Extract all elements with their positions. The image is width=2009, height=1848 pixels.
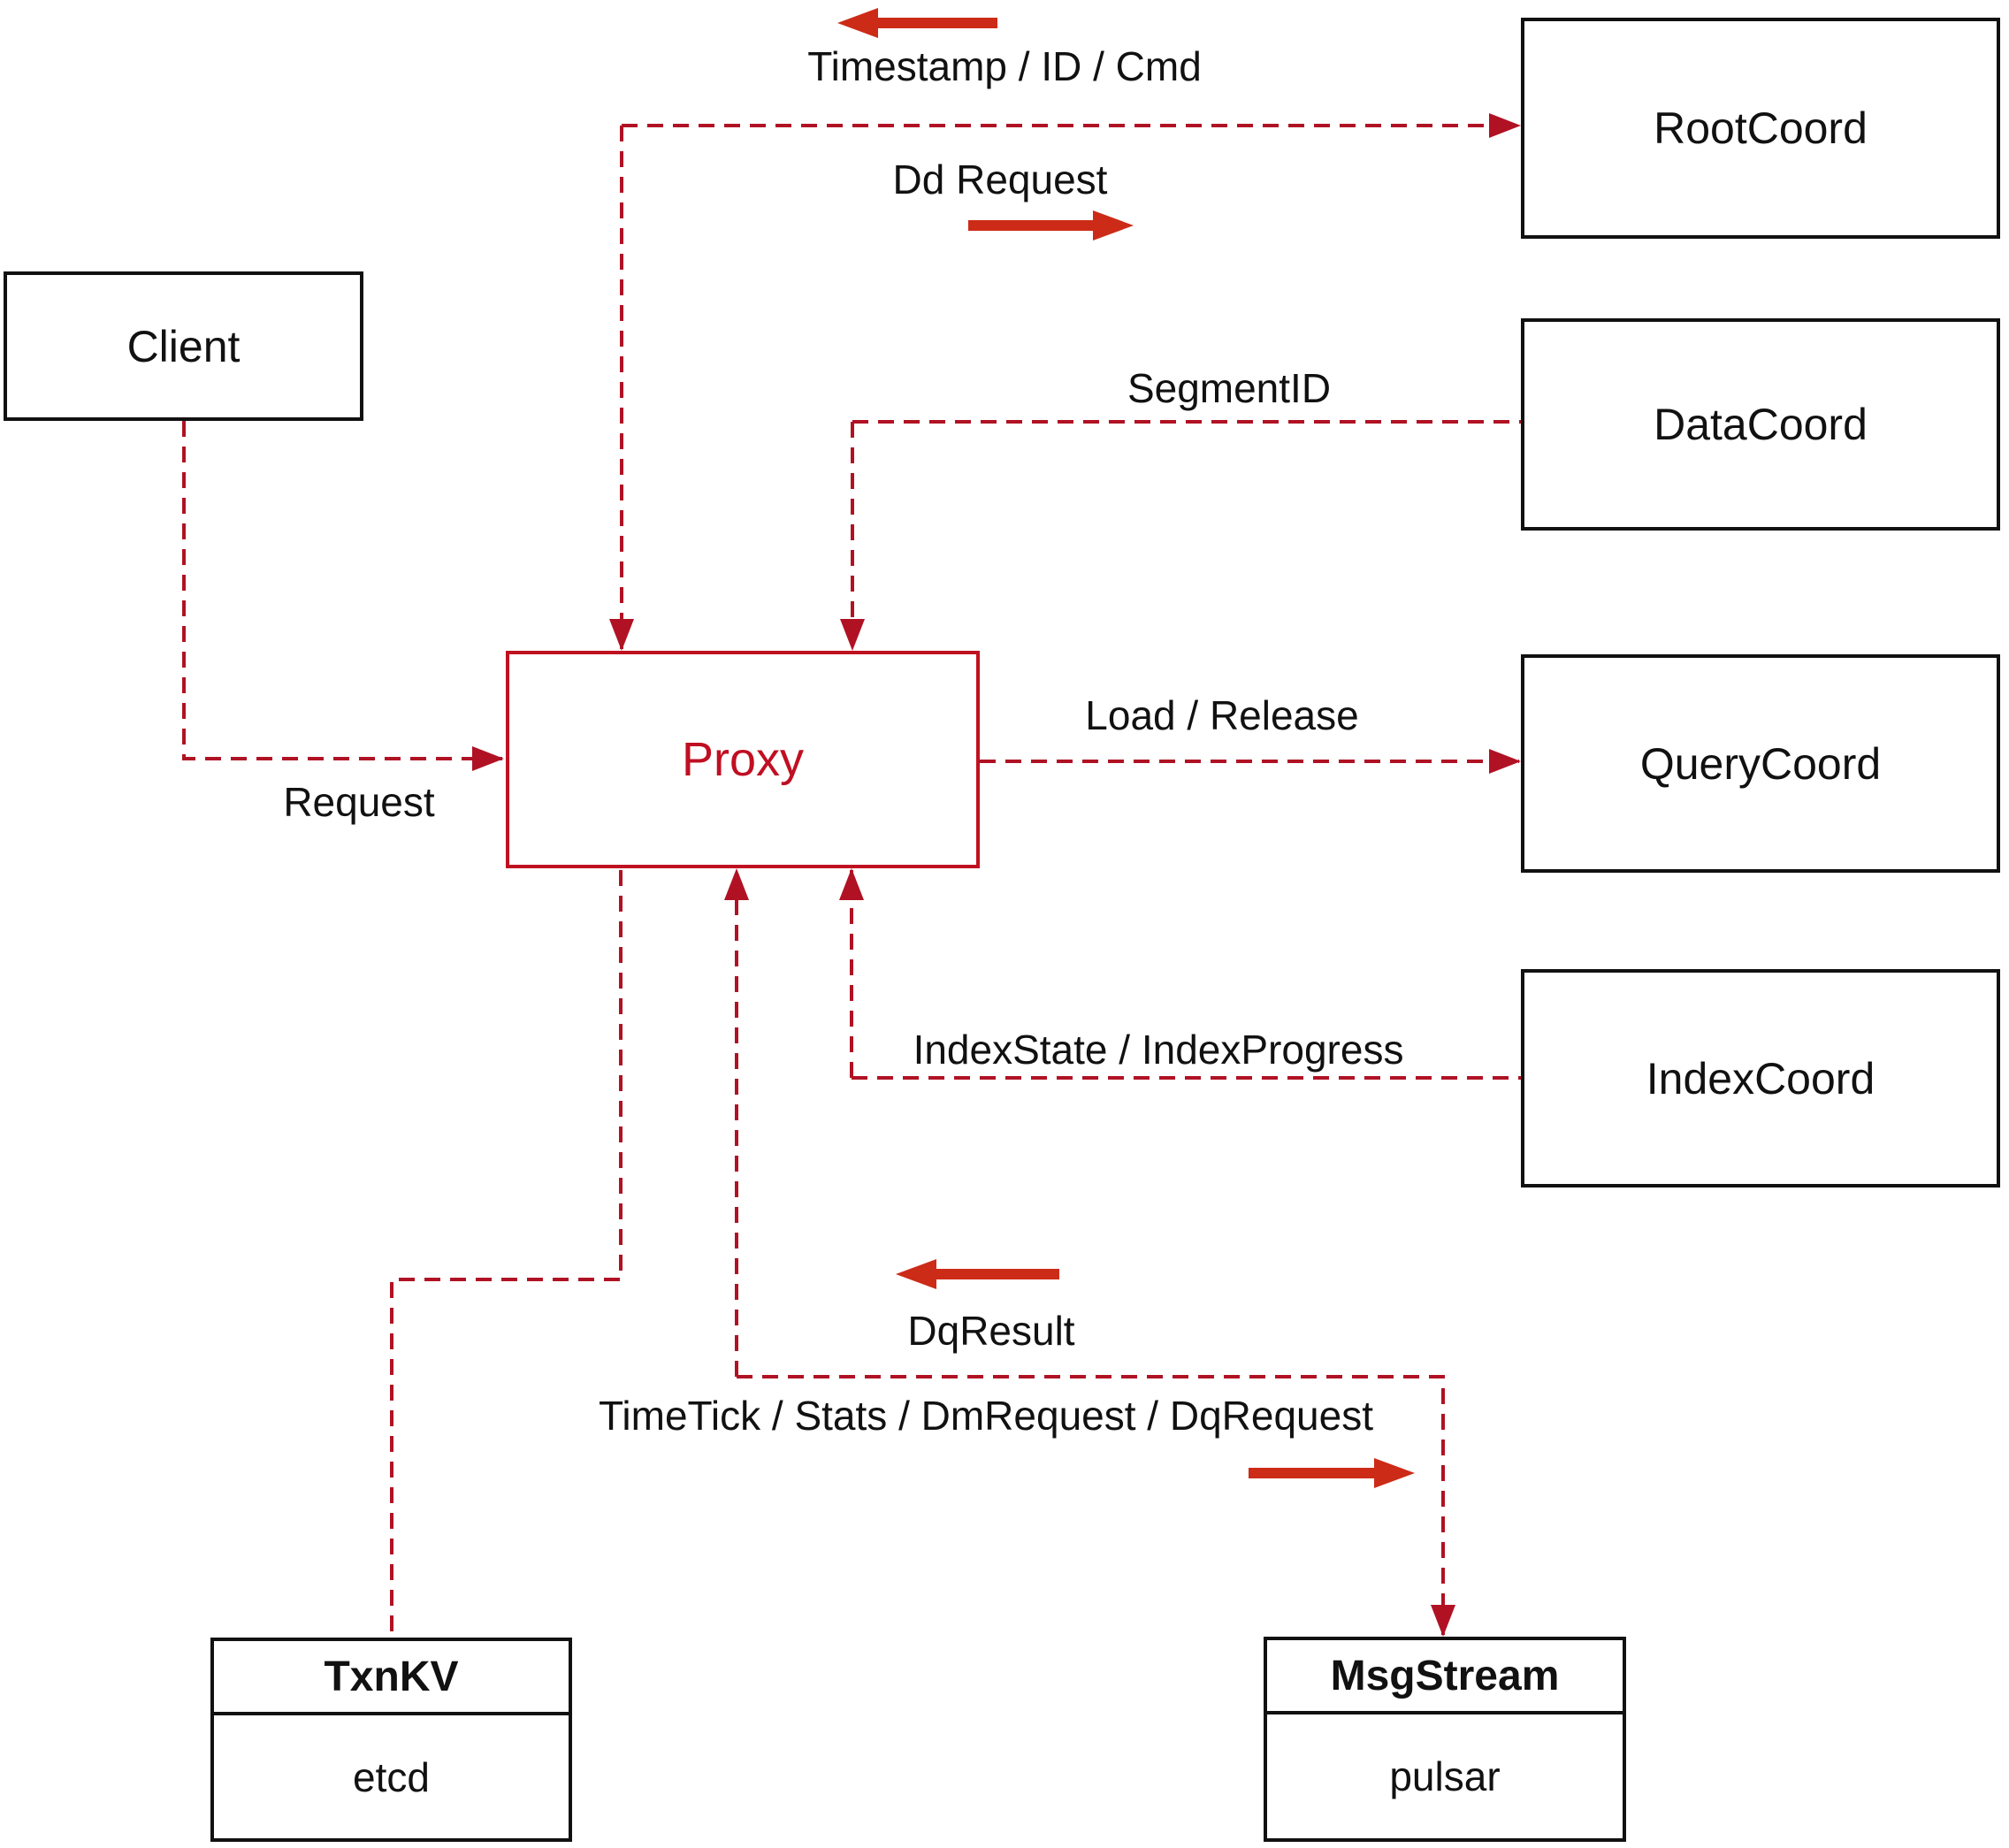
rootcoord-label: RootCoord [1654, 103, 1868, 153]
client-node: Client [4, 271, 363, 421]
querycoord-node: QueryCoord [1521, 654, 2000, 873]
edge-label-request: Request [283, 779, 435, 825]
direction-arrow-right-timetick-icon [1249, 1458, 1415, 1488]
datacoord-label: DataCoord [1654, 400, 1868, 449]
msgstream-subtitle: pulsar [1389, 1753, 1501, 1799]
edge-label-dd-request: Dd Request [892, 157, 1108, 202]
msgstream-node: MsgStream pulsar [1264, 1637, 1626, 1842]
txnkv-title: TxnKV [214, 1641, 569, 1715]
rootcoord-node: RootCoord [1521, 18, 2000, 239]
txnkv-node: TxnKV etcd [210, 1638, 572, 1842]
indexcoord-label: IndexCoord [1646, 1053, 1875, 1103]
edge-label-timetick-stats-dmrequest-dqrequest: TimeTick / Stats / DmRequest / DqRequest [599, 1393, 1373, 1439]
indexcoord-node: IndexCoord [1521, 969, 2000, 1187]
edge-label-segmentid: SegmentID [1127, 365, 1332, 411]
querycoord-label: QueryCoord [1639, 738, 1882, 789]
client-label: Client [126, 321, 241, 371]
edge-label-load-release: Load / Release [1085, 692, 1359, 738]
edge-label-dqresult: DqResult [907, 1308, 1075, 1354]
connector-proxy-to-txnkv [390, 870, 623, 1636]
connector-client-to-proxy [182, 421, 504, 771]
msgstream-title: MsgStream [1267, 1640, 1623, 1714]
proxy-label: Proxy [681, 733, 805, 786]
datacoord-node: DataCoord [1521, 318, 2000, 531]
direction-arrow-left-dqresult-icon [896, 1259, 1059, 1289]
connector-proxy-to-msgstream [737, 1375, 1455, 1637]
proxy-node: Proxy [506, 651, 980, 868]
direction-arrow-left-timestamp-icon [837, 8, 997, 38]
edge-label-timestamp-id-cmd: Timestamp / ID / Cmd [807, 43, 1202, 89]
direction-arrow-right-dd-request-icon [968, 210, 1134, 241]
txnkv-subtitle: etcd [353, 1753, 430, 1800]
edge-label-indexstate-indexprogress: IndexState / IndexProgress [913, 1027, 1404, 1073]
